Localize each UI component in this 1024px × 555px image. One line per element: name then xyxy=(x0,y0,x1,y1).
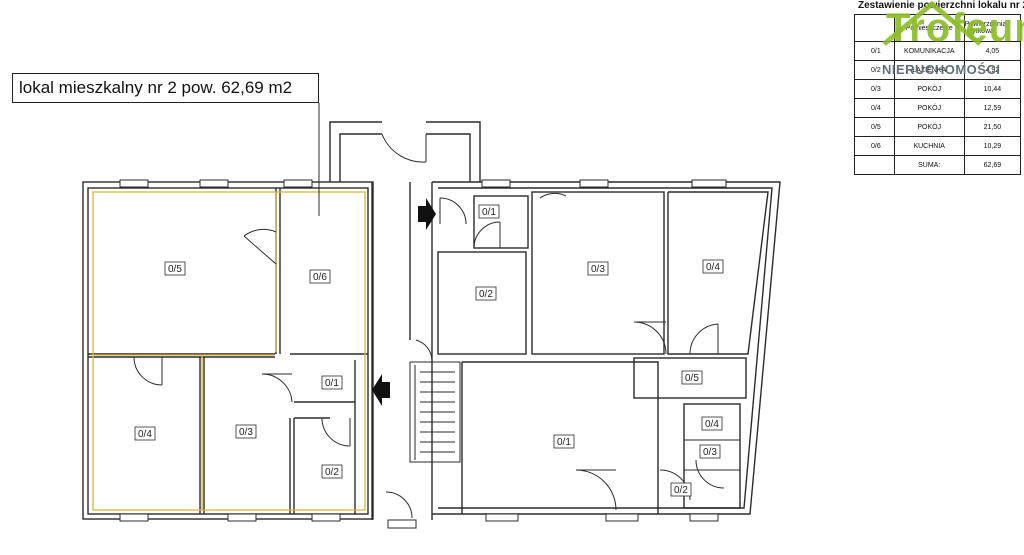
left-windows xyxy=(119,179,341,522)
flat-boundary-highlight xyxy=(92,191,366,511)
room-label-r-0-1-large: 0/1 xyxy=(553,434,575,449)
svg-text:0/3: 0/3 xyxy=(703,447,717,458)
trofeum-logo: Trofeum NIERUCHOMOŚCI xyxy=(872,0,1024,82)
svg-text:0/5: 0/5 xyxy=(685,373,699,384)
svg-text:0/1: 0/1 xyxy=(482,207,496,218)
room-label-0-2: 0/2 xyxy=(321,464,343,479)
staircase xyxy=(409,361,461,463)
table-total-row: SUMA:62,69 xyxy=(855,156,1021,175)
flat-title-label: lokal mieszkalny nr 2 pow. 62,69 m2 xyxy=(12,73,319,103)
room-label-r-0-2: 0/2 xyxy=(475,286,497,301)
room-label-r-0-5: 0/5 xyxy=(681,370,703,385)
room-label-r-0-3: 0/3 xyxy=(587,261,609,276)
stairwell-walls xyxy=(329,121,481,529)
room-label-r-0-4-small: 0/4 xyxy=(701,416,723,431)
room-label-r-0-2-small: 0/2 xyxy=(670,482,692,497)
svg-text:0/3: 0/3 xyxy=(591,264,605,275)
right-windows xyxy=(481,179,727,522)
svg-text:0/4: 0/4 xyxy=(705,419,719,430)
svg-text:0/6: 0/6 xyxy=(313,272,327,283)
room-label-0-3: 0/3 xyxy=(235,424,257,439)
svg-text:0/1: 0/1 xyxy=(325,378,339,389)
svg-text:0/4: 0/4 xyxy=(138,429,152,440)
table-caption: Zestawienie powierzchni lokalu nr 2 xyxy=(858,0,1024,11)
svg-text:0/2: 0/2 xyxy=(479,289,493,300)
room-label-0-6: 0/6 xyxy=(309,269,331,284)
room-label-r-0-4: 0/4 xyxy=(702,259,724,274)
header-area: Powierzchnia użytkowa xyxy=(965,15,1021,41)
right-door-swings xyxy=(385,192,725,519)
logo-brand: Trofeum xyxy=(886,6,1024,50)
svg-text:0/3: 0/3 xyxy=(239,427,253,438)
right-wing-walls xyxy=(432,181,781,515)
svg-text:0/2: 0/2 xyxy=(325,467,339,478)
svg-text:0/4: 0/4 xyxy=(706,262,720,273)
room-label-0-5: 0/5 xyxy=(164,261,186,276)
area-summary-table: Zestawienie powierzchni lokalu nr 2 Pomi… xyxy=(854,0,1024,175)
room-label-0-4: 0/4 xyxy=(134,426,156,441)
logo-tagline: NIERUCHOMOŚCI xyxy=(882,62,1001,77)
svg-text:0/5: 0/5 xyxy=(168,264,182,275)
svg-text:0/1: 0/1 xyxy=(557,437,571,448)
left-door-swings xyxy=(133,228,351,447)
room-label-r-0-1: 0/1 xyxy=(478,204,500,219)
entrance-arrow-icon xyxy=(372,198,436,406)
svg-text:0/2: 0/2 xyxy=(674,485,688,496)
house-roof-icon xyxy=(882,0,982,46)
room-label-0-1: 0/1 xyxy=(321,375,343,390)
room-label-r-0-3-small: 0/3 xyxy=(699,444,721,459)
